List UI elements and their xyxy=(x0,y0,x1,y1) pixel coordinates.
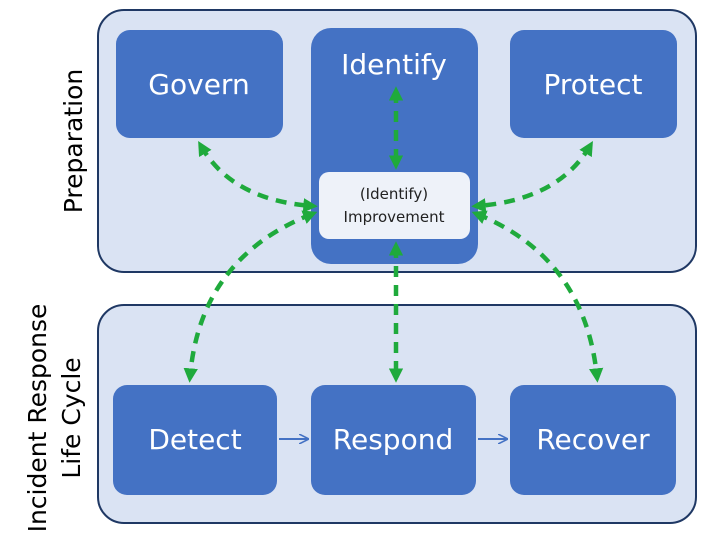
lifecycle-label-line1: Incident Response xyxy=(23,304,52,533)
govern-improvement-arrow xyxy=(198,141,318,213)
protect-improvement-arrow xyxy=(471,141,593,213)
detect-improvement-arrow xyxy=(183,210,318,383)
recover-improvement-arrow xyxy=(471,210,604,383)
lifecycle-label-line2: Life Cycle xyxy=(57,357,86,478)
improvement-label-line1: (Identify) xyxy=(360,185,428,203)
improvement-label-line2: Improvement xyxy=(344,208,445,226)
identify-label: Identify xyxy=(341,48,447,81)
govern-label: Govern xyxy=(148,68,249,101)
govern-node: Govern xyxy=(116,30,283,138)
respond-node: Respond xyxy=(311,385,476,495)
preparation-label: Preparation xyxy=(59,69,88,213)
recover-node: Recover xyxy=(510,385,676,495)
respond-label: Respond xyxy=(333,423,453,456)
detect-node: Detect xyxy=(113,385,277,495)
detect-label: Detect xyxy=(148,423,241,456)
recover-label: Recover xyxy=(536,423,650,456)
protect-label: Protect xyxy=(544,68,643,101)
protect-node: Protect xyxy=(510,30,677,138)
improvement-node: (Identify) Improvement xyxy=(319,172,470,239)
